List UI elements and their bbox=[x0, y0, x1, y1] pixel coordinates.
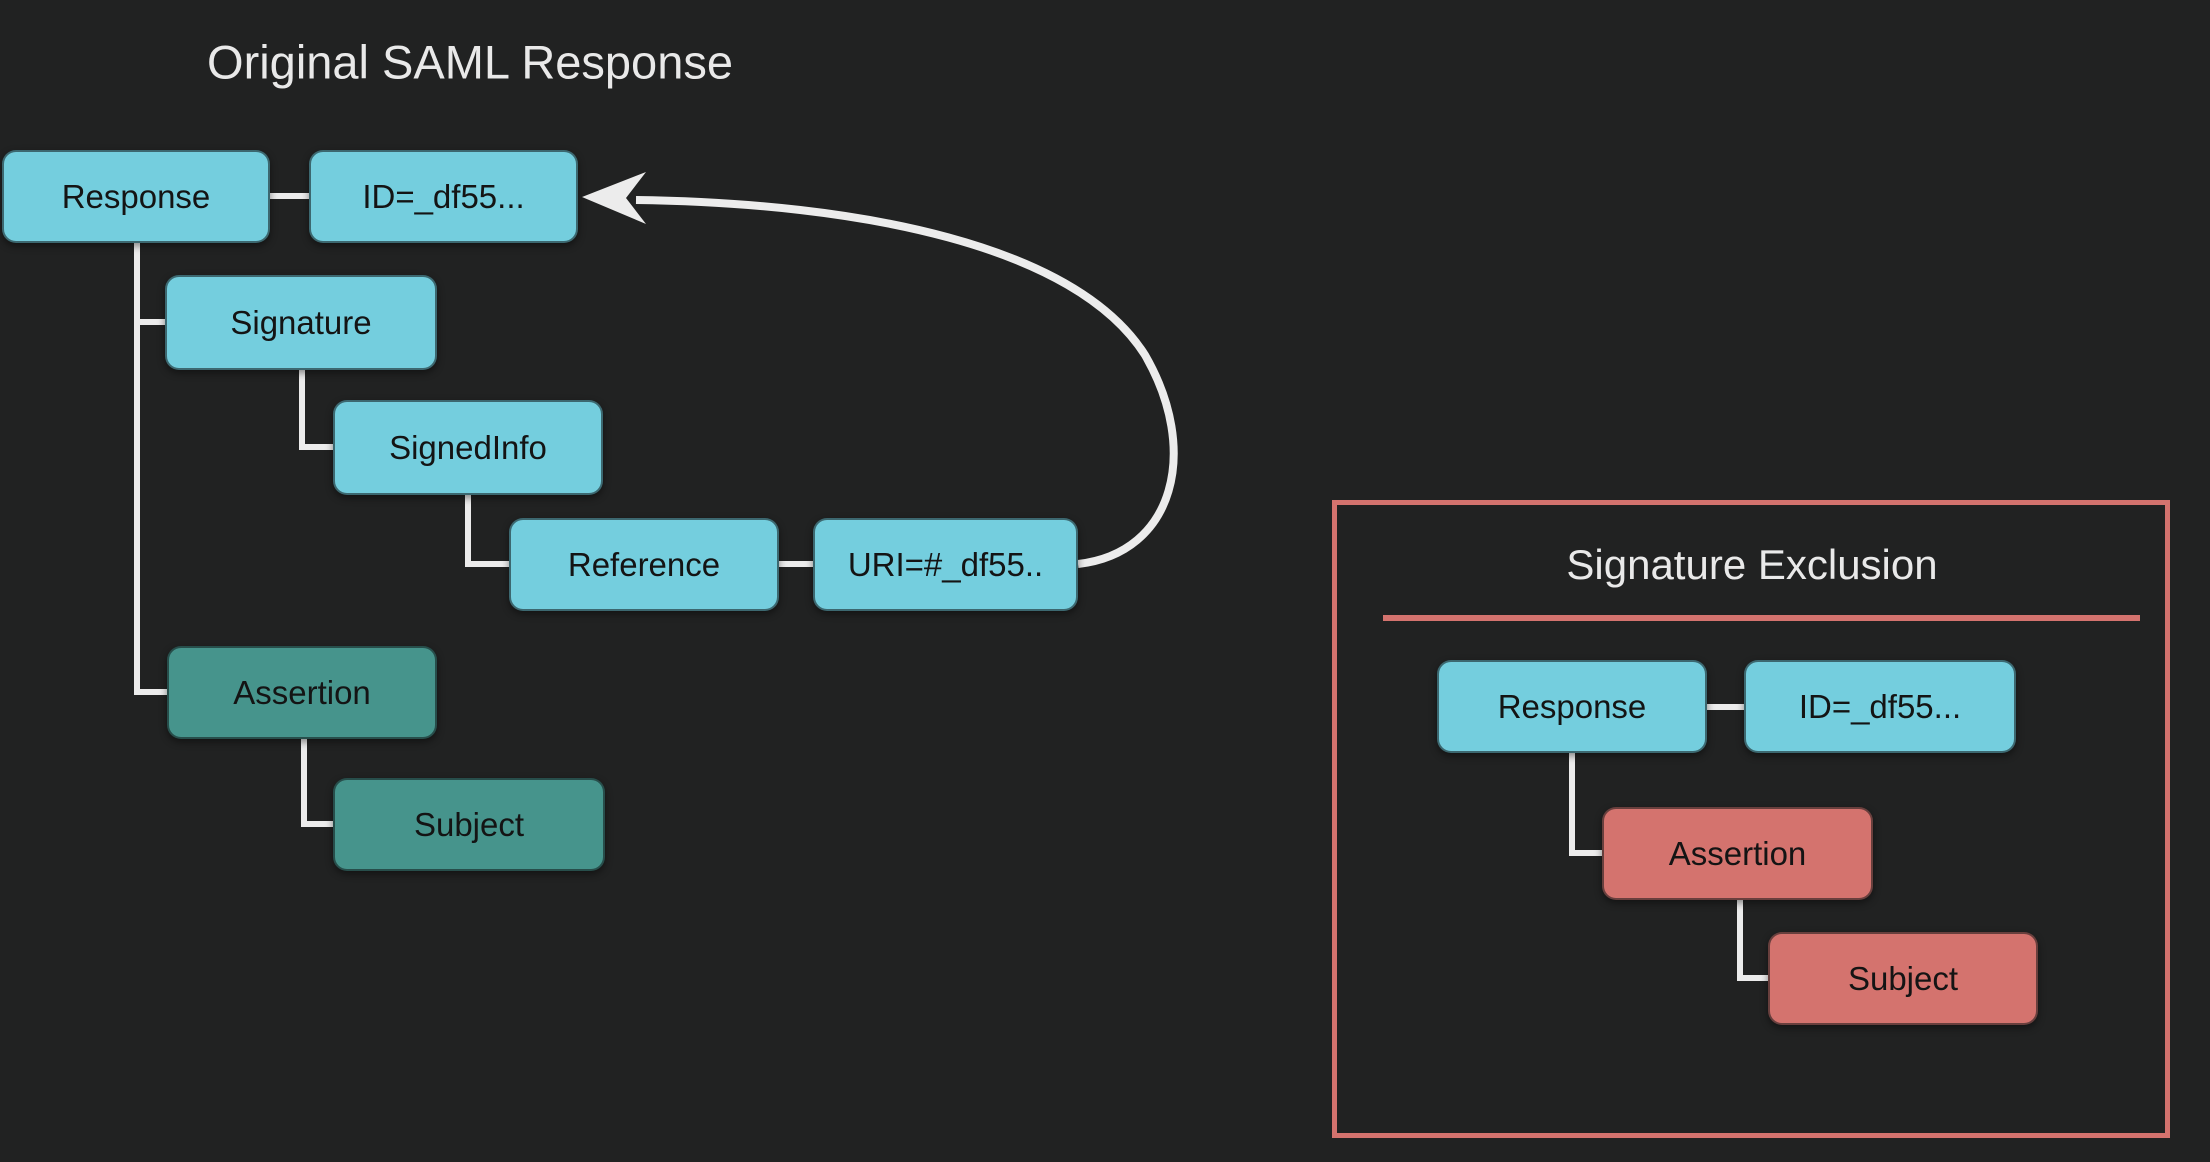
panel-title: Signature Exclusion bbox=[1566, 541, 1938, 588]
left-diagram-title: Original SAML Response bbox=[207, 35, 733, 89]
panel-title-underline bbox=[1383, 615, 2140, 621]
uri-to-id-reference-arrow bbox=[635, 196, 1178, 568]
connector-right-assertion-subject bbox=[1737, 900, 1768, 981]
signature-exclusion-panel bbox=[1332, 500, 2170, 1138]
node-reference: Reference bbox=[509, 518, 779, 611]
panel-node-subject: Subject bbox=[1768, 932, 2038, 1025]
connector-signedinfo-reference bbox=[465, 495, 509, 567]
connector-assertion-subject bbox=[301, 739, 333, 827]
node-signedinfo: SignedInfo bbox=[333, 400, 603, 495]
node-id-attribute: ID=_df55... bbox=[309, 150, 578, 243]
node-assertion: Assertion bbox=[167, 646, 437, 739]
node-uri-attribute: URI=#_df55.. bbox=[813, 518, 1078, 611]
reference-arrowhead-icon bbox=[582, 172, 646, 224]
connector-right-response-assertion bbox=[1569, 753, 1602, 856]
panel-node-id-attribute: ID=_df55... bbox=[1744, 660, 2016, 753]
panel-node-response: Response bbox=[1437, 660, 1707, 753]
node-response: Response bbox=[2, 150, 270, 243]
panel-node-assertion: Assertion bbox=[1602, 807, 1873, 900]
connector-signature-signedinfo bbox=[299, 370, 333, 450]
node-signature: Signature bbox=[165, 275, 437, 370]
node-subject: Subject bbox=[333, 778, 605, 871]
connector-response-assertion bbox=[134, 243, 167, 695]
